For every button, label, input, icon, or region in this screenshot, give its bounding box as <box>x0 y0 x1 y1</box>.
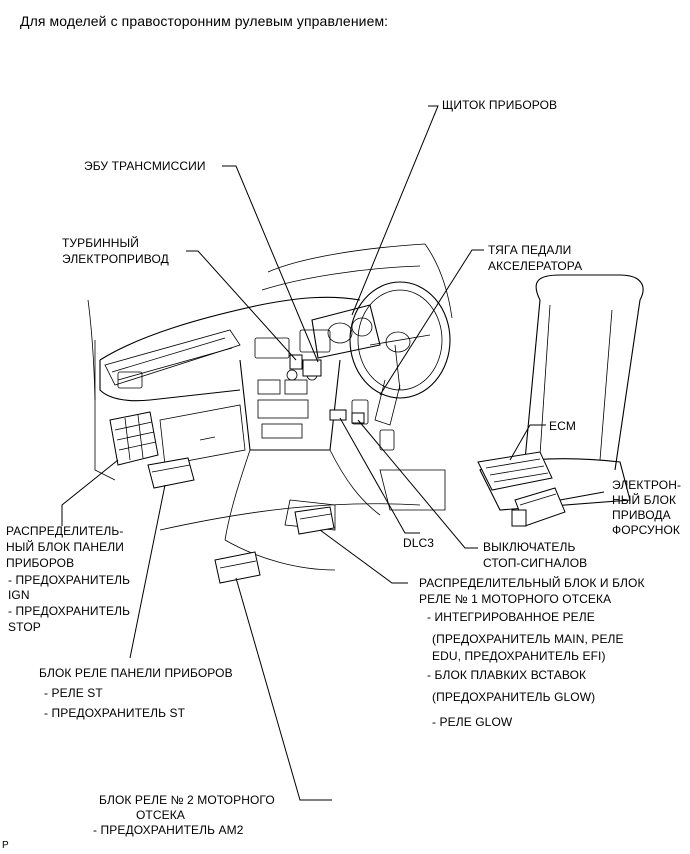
label-ecm: ECM <box>549 419 576 433</box>
label-injector-driver-line2: НЫЙ БЛОК <box>612 493 677 507</box>
label-accel-pedal-line1: ТЯГА ПЕДАЛИ <box>488 243 572 257</box>
label-injector-driver-line1: ЭЛЕКТРОН- <box>612 478 682 492</box>
label-injector-driver-line4: ФОРСУНОК <box>612 523 681 537</box>
label-engine-junction-line8: - РЕЛЕ GLOW <box>432 715 513 729</box>
label-stop-switch-line1: ВЫКЛЮЧАТЕЛЬ <box>483 540 576 554</box>
label-engine-junction-line7: (ПРЕДОХРАНИТЕЛЬ GLOW) <box>432 690 596 704</box>
label-engine-relay2-line2: ОТСЕКА <box>136 808 185 822</box>
label-engine-junction-line1: РАСПРЕДЕЛИТЕЛЬНЫЙ БЛОК И БЛОК <box>419 576 645 590</box>
label-panel-relay-line2: - РЕЛЕ ST <box>44 686 103 700</box>
label-instrument-panel: ЩИТОК ПРИБОРОВ <box>442 98 558 112</box>
label-accel-pedal-line2: АКСЕЛЕРАТОРА <box>488 259 583 273</box>
label-panel-junction-line5: IGN <box>8 588 30 602</box>
label-panel-relay-line1: БЛОК РЕЛЕ ПАНЕЛИ ПРИБОРОВ <box>39 666 233 680</box>
label-engine-junction-line3: - ИНТЕГРИРОВАННОЕ РЕЛЕ <box>427 610 595 624</box>
label-panel-junction-line6: - ПРЕДОХРАНИТЕЛЬ <box>8 604 131 618</box>
label-panel-junction-line7: STOP <box>8 620 41 634</box>
label-panel-junction-line3: ПРИБОРОВ <box>6 556 75 570</box>
label-engine-junction-line5: EDU, ПРЕДОХРАНИТЕЛЬ EFI) <box>432 649 606 663</box>
label-panel-relay-line3: - ПРЕДОХРАНИТЕЛЬ ST <box>44 706 186 720</box>
label-engine-junction-line2: РЕЛЕ № 1 МОТОРНОГО ОТСЕКА <box>419 592 612 606</box>
label-engine-junction-line4: (ПРЕДОХРАНИТЕЛЬ MAIN, РЕЛЕ <box>432 632 624 646</box>
label-dlc3: DLC3 <box>403 536 435 550</box>
label-stop-switch-line2: СТОП-СИГНАЛОВ <box>483 556 588 570</box>
label-injector-driver-line3: ПРИВОДА <box>612 508 671 522</box>
page-heading: Для моделей с правосторонним рулевым упр… <box>20 13 389 29</box>
label-panel-junction-line1: РАСПРЕДЕЛИТЕЛЬ- <box>6 524 124 538</box>
corner-mark: P <box>2 840 9 851</box>
label-engine-relay2-line1: БЛОК РЕЛЕ № 2 МОТОРНОГО <box>99 793 275 807</box>
label-engine-relay2-line3: - ПРЕДОХРАНИТЕЛЬ AM2 <box>93 823 244 837</box>
label-turbo-actuator-line1: ТУРБИННЫЙ <box>62 236 139 250</box>
label-engine-junction-line6: - БЛОК ПЛАВКИХ ВСТАВОК <box>427 668 587 682</box>
label-transmission-ecu: ЭБУ ТРАНСМИССИИ <box>84 159 206 173</box>
label-turbo-actuator-line2: ЭЛЕКТРОПРИВОД <box>62 252 169 266</box>
label-panel-junction-line2: НЫЙ БЛОК ПАНЕЛИ <box>6 540 124 554</box>
label-panel-junction-line4: - ПРЕДОХРАНИТЕЛЬ <box>8 573 131 587</box>
